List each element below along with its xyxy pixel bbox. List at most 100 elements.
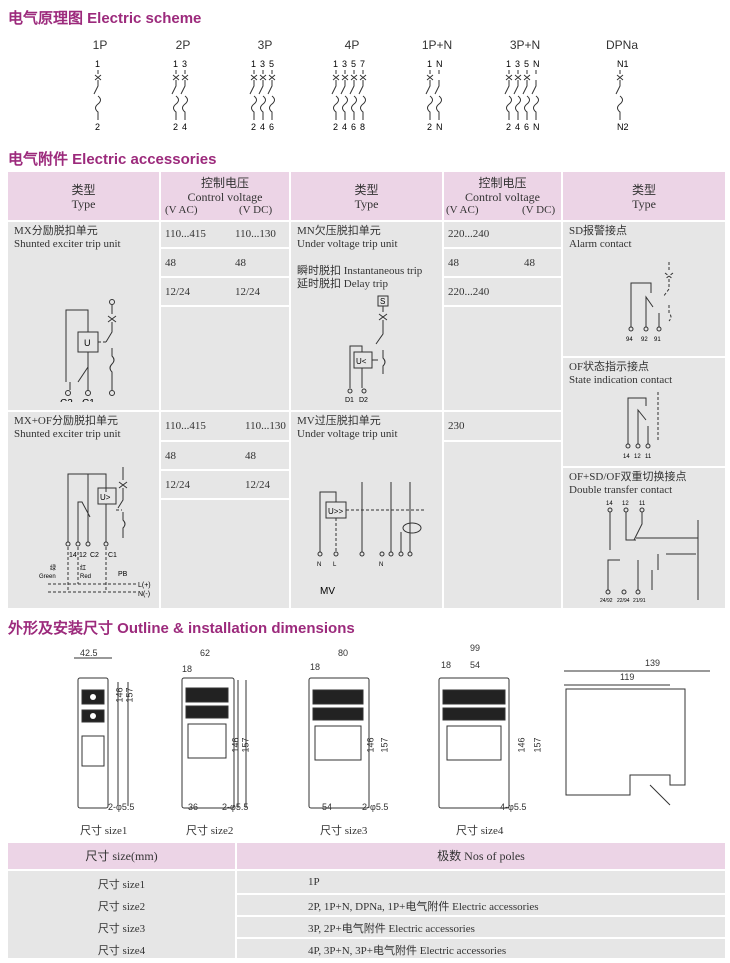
dim-hole-4: 4-φ5.5 — [500, 802, 527, 812]
dim-h2-2: 157 — [240, 737, 251, 753]
pole-line — [349, 70, 358, 120]
terminal-bottom: 2 — [173, 122, 178, 132]
terminal-top: 3 — [260, 59, 265, 69]
dim-hole-3: 2-φ5.5 — [362, 802, 389, 812]
terminal-bottom: 4 — [515, 122, 520, 132]
label-green-cn: 绿 — [50, 564, 56, 572]
sd-92: 92 — [641, 337, 648, 343]
poles-cell: 2P, 1P+N, DPNa, 1P+电气附件 Electric accesso… — [308, 901, 539, 913]
vdc: (V DC) — [239, 204, 273, 216]
ofsd-2191: 21/91 — [633, 598, 646, 604]
mv-diagram: U>> N L N MV — [317, 482, 426, 597]
dim-offset-3: 18 — [310, 662, 321, 672]
pole-line — [513, 70, 522, 120]
type-cn: 类型 — [354, 183, 379, 197]
section-title-accessories: 电气附件 Electric accessories — [8, 151, 217, 168]
terminal-bottom: N — [436, 122, 443, 132]
pole-line — [171, 70, 180, 120]
mx-vac-3: 12/24 — [165, 286, 191, 298]
dim-h1-2: 146 — [230, 737, 241, 753]
dim-width-4: 99 — [470, 643, 481, 653]
terminal-top: 3 — [342, 59, 347, 69]
terminal-top: 7 — [360, 59, 365, 69]
sd-cn: SD报警接点 — [569, 225, 628, 237]
mxof-vdc-3: 12/24 — [245, 479, 271, 491]
scheme-label: 2P — [175, 38, 191, 52]
terminal-top: 5 — [351, 59, 356, 69]
ofsd-diagram: 14 12 11 24/92 22/94 21/91 — [600, 501, 699, 604]
label-l: L(+) — [138, 582, 151, 589]
row-divider — [237, 893, 725, 895]
size-cell: 尺寸 size3 — [97, 923, 146, 935]
terminal-top: 5 — [524, 59, 529, 69]
dim-h2-1: 157 — [124, 687, 135, 703]
label-pb: PB — [118, 571, 128, 578]
cv-cn: 控制电压 — [200, 176, 249, 190]
pole-line — [93, 70, 101, 120]
mxof-vac-3: 12/24 — [165, 479, 191, 491]
sd-diagram: 94 92 91 — [626, 262, 674, 343]
dim-base-3: 54 — [322, 802, 333, 812]
terminal-bottom: 4 — [342, 122, 347, 132]
dim-depth: 139 — [645, 658, 661, 668]
type-en: Type — [354, 197, 379, 211]
mxof-u-label: U> — [100, 493, 111, 502]
caption-size4: 尺寸 size4 — [456, 825, 504, 837]
mxof-diagram: U> 14 12 C2 C1 绿 Green 红 Red PB L(+) N(-… — [39, 467, 151, 598]
section-title-scheme: 电气原理图 Electric scheme — [8, 10, 202, 27]
vac: (V AC) — [165, 204, 198, 216]
of-diagram: 14 12 11 — [623, 392, 659, 460]
ofsd-11: 11 — [639, 501, 646, 507]
pole-line — [267, 70, 275, 120]
dim-h1-4: 146 — [516, 737, 527, 753]
pole-line — [615, 70, 623, 120]
mxof-vac-2: 48 — [165, 450, 176, 462]
pole-line — [331, 70, 340, 120]
terminal-bottom: N — [533, 122, 540, 132]
mx-vac-1: 110...415 — [165, 228, 206, 240]
mn-en: Under voltage trip unit — [297, 238, 398, 250]
size-header: 尺寸 size(mm) — [8, 843, 235, 869]
type-en: Type — [71, 197, 96, 211]
size-cell: 尺寸 size1 — [97, 879, 146, 891]
dim-h1-1: 146 — [114, 687, 125, 703]
label-green: Green — [39, 574, 56, 580]
type-cn: 类型 — [631, 183, 656, 197]
mn-vac-1: 220...240 — [448, 228, 490, 240]
dim-width-2: 62 — [200, 648, 211, 658]
dim-hole-1: 2-φ5.5 — [108, 802, 135, 812]
mn-inst: 瞬时脱扣 Instantaneous trip — [297, 265, 423, 277]
label-c1: C1 — [108, 552, 117, 559]
dim-width-1: 42.5 — [80, 648, 98, 658]
mxof-vdc-2: 48 — [245, 450, 256, 462]
mn-u-label: U< — [356, 357, 367, 366]
mv-n-label: N — [317, 562, 321, 568]
label-c2: C2 — [90, 552, 99, 559]
poles-cell: 3P, 2P+电气附件 Electric accessories — [308, 923, 475, 935]
label-14: 14 — [69, 552, 77, 559]
poles-cell: 1P — [308, 876, 320, 888]
outline-drawing-4 — [438, 677, 510, 809]
mv-cn: MV过压脱扣单元 — [297, 415, 381, 427]
mxof-vdc-1: 110...130 — [245, 420, 286, 432]
terminal-bottom: 6 — [269, 122, 274, 132]
terminal-bottom: 2 — [251, 122, 256, 132]
mx-vdc-3: 12/24 — [235, 286, 261, 298]
of-11: 11 — [645, 454, 652, 460]
terminal-top: 1 — [333, 59, 338, 69]
dim-depth2: 119 — [620, 672, 635, 682]
terminal-bottom: 6 — [351, 122, 356, 132]
poles-header: 极数 Nos of poles — [237, 843, 725, 869]
